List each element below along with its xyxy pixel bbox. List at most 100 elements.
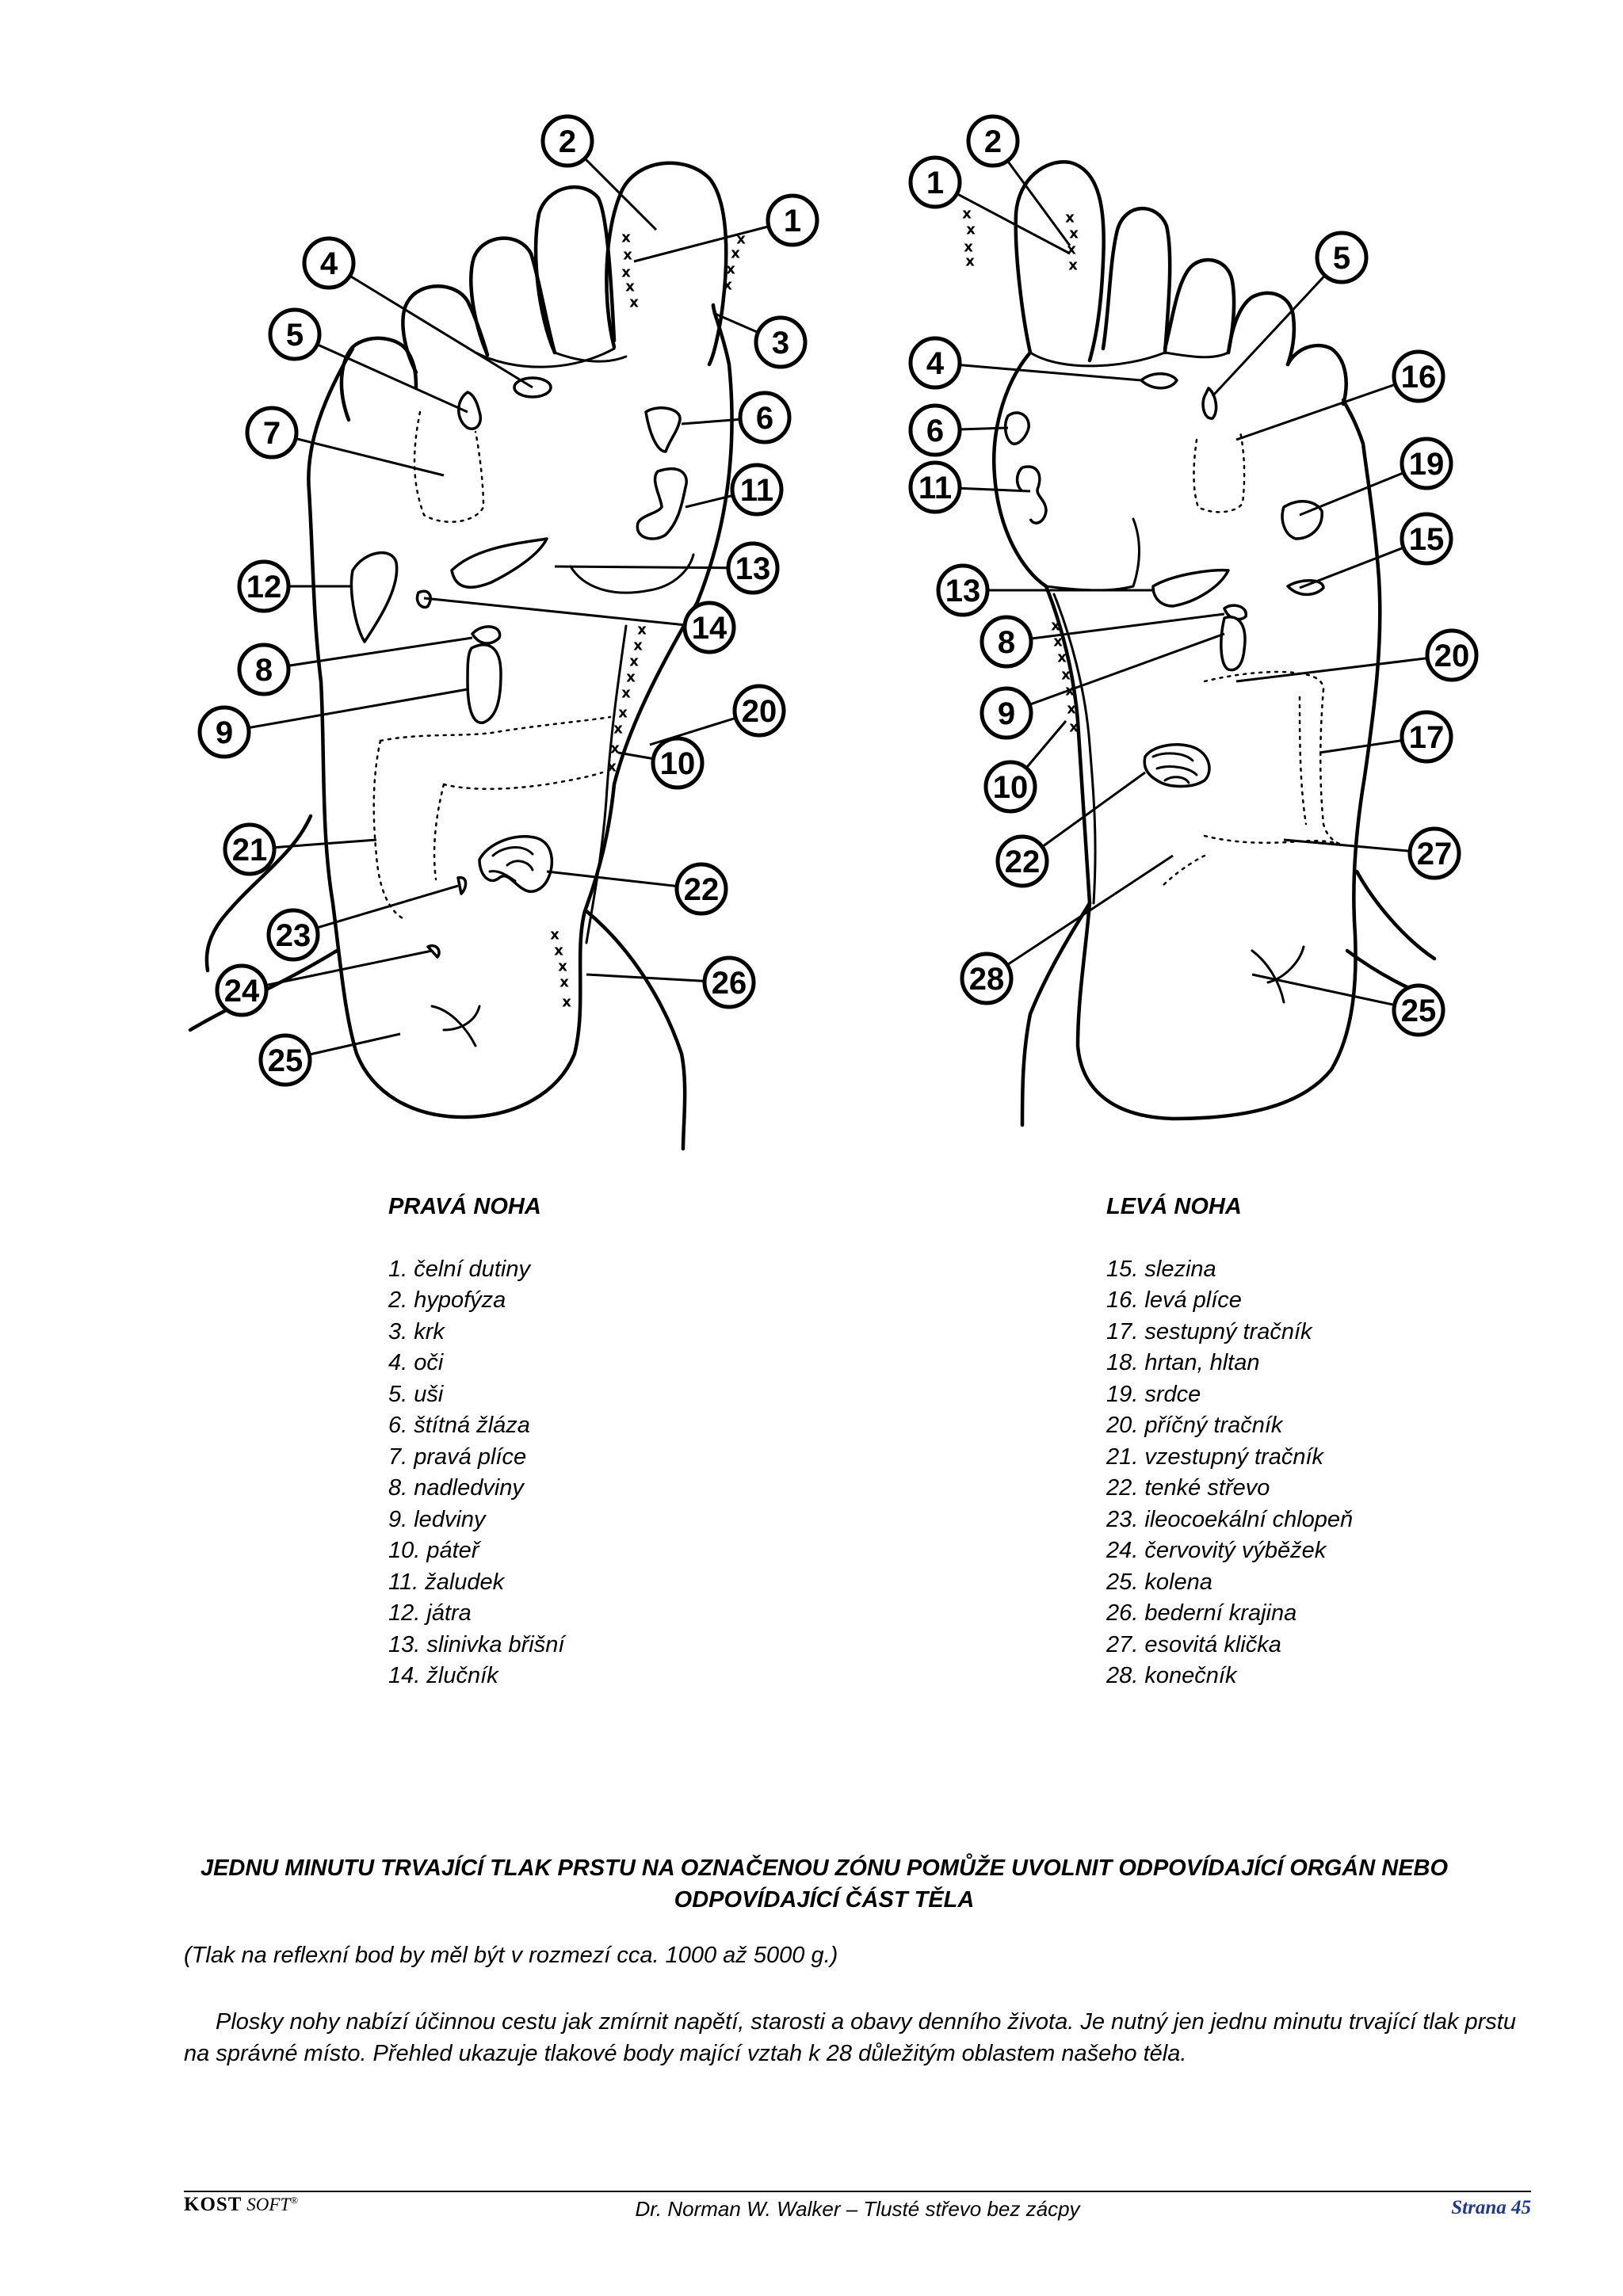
marker-number: 10 [993, 770, 1029, 805]
right-ear-zone [457, 391, 482, 430]
leader-line [554, 565, 754, 570]
svg-text:x: x [559, 974, 569, 991]
marker-number: 16 [1401, 360, 1437, 395]
marker-circle [766, 193, 819, 247]
marker-number: 6 [926, 414, 944, 448]
marker-number: 6 [756, 401, 773, 436]
registered-mark: ® [290, 2194, 299, 2206]
marker-number: 2 [984, 124, 1002, 159]
right-foot-marker: 12 [237, 559, 353, 613]
marker-number: 9 [216, 715, 233, 750]
right-kidney-zone [466, 643, 502, 724]
legend-item: 23. ileocoekální chlopeň [1106, 1506, 1354, 1532]
svg-text:x: x [621, 685, 631, 702]
marker-circle [1400, 437, 1453, 490]
marker-number: 13 [735, 551, 771, 586]
legend-item: 22. tenké střevo [1106, 1475, 1270, 1501]
svg-text:x: x [964, 239, 973, 256]
marker-circle [908, 336, 962, 390]
svg-text:x: x [1069, 226, 1079, 242]
marker-number: 20 [742, 694, 777, 729]
marker-number: 25 [268, 1043, 304, 1078]
left-foot-marker: 4 [908, 336, 1142, 390]
left-spleen-zone [1286, 579, 1325, 597]
marker-circle [983, 760, 1037, 814]
marker-circle [1315, 231, 1369, 284]
left-thyroid-zone [1003, 411, 1030, 445]
right-foot-marker: 20 [649, 684, 786, 746]
svg-text:x: x [723, 277, 732, 294]
right-adrenal-zone [471, 625, 502, 645]
right-foot-marker: 14 [423, 597, 736, 654]
marker-number: 10 [660, 746, 696, 781]
legend-left-title: LEVÁ NOHA [1106, 1194, 1242, 1219]
leader-line [986, 854, 1174, 980]
left-foot-drawing [992, 160, 1437, 1127]
svg-text:x: x [562, 994, 571, 1011]
legend-item: 13. slinivka břišní [388, 1631, 565, 1657]
leader-line [292, 884, 459, 936]
marker-number: 4 [926, 346, 945, 381]
right-ascending-colon-zone [372, 739, 406, 921]
marker-circle [1392, 349, 1445, 403]
right-small-intestine-zone [478, 835, 554, 893]
svg-text:x: x [1069, 719, 1079, 736]
left-foot-marker: 9 [980, 632, 1225, 740]
marker-number: 20 [1434, 639, 1470, 673]
right-toe-3 [469, 236, 557, 357]
left-sigmoid-colon-zone [1203, 834, 1341, 845]
legend-item: 2. hypofýza [388, 1287, 506, 1313]
leader-line [934, 361, 1142, 382]
marker-circle [1392, 983, 1445, 1037]
marker-circle [237, 643, 291, 696]
right-foot-marker: 3 [712, 311, 808, 369]
svg-text:x: x [626, 669, 636, 686]
marker-circle [1400, 710, 1453, 764]
right-ileocecal-valve-zone [456, 875, 468, 895]
marker-number: 9 [998, 696, 1015, 731]
right-liver-zone [349, 551, 399, 643]
legend-item: 6. štítná žláza [388, 1413, 530, 1438]
marker-number: 28 [969, 962, 1005, 997]
notice-heading: JEDNU MINUTU TRVAJÍCÍ TLAK PRSTU NA OZNA… [200, 1855, 1449, 1913]
svg-text:x: x [966, 222, 976, 238]
svg-text:x: x [618, 705, 628, 722]
legend-item: 14. žlučník [388, 1663, 498, 1688]
right-foot-marker: 2 [540, 114, 658, 231]
svg-text:x: x [1053, 634, 1063, 650]
marker-circle [936, 563, 990, 617]
leader-line [1235, 654, 1453, 683]
legend-item: 7. pravá plíce [388, 1444, 527, 1470]
marker-number: 25 [1401, 994, 1437, 1028]
svg-text:x: x [1057, 650, 1067, 666]
marker-circle [1407, 826, 1461, 880]
marker-number: 8 [998, 625, 1015, 660]
leader-line [633, 219, 793, 263]
marker-number: 22 [1005, 845, 1041, 879]
marker-circle [1400, 512, 1453, 566]
left-toe-3 [1163, 257, 1236, 355]
marker-circle [908, 155, 962, 209]
marker-circle [266, 908, 320, 962]
legend-item: 12. játra [388, 1600, 472, 1626]
svg-text:x: x [610, 741, 620, 757]
leader-line [1251, 973, 1419, 1012]
svg-text:x: x [625, 279, 635, 296]
leader-line [1006, 612, 1225, 643]
legend-item: 26. bederní krajina [1106, 1600, 1297, 1626]
legend-item: 28. konečník [1106, 1663, 1237, 1688]
marker-number: 11 [918, 471, 952, 505]
marker-number: 14 [692, 611, 727, 646]
intro-paragraph: Plosky nohy nabízí účinnou cestu jak zmí… [184, 2009, 1516, 2066]
leader-line [294, 333, 468, 414]
legend-item: 4. oči [388, 1350, 444, 1375]
leader-line [328, 261, 533, 389]
marker-number: 26 [712, 966, 747, 1001]
svg-text:x: x [1067, 701, 1076, 718]
left-kidney-zone [1220, 616, 1247, 672]
legend-item: 21. vzestupný tračník [1106, 1444, 1324, 1470]
right-foot-marker: 23 [266, 884, 459, 962]
left-foot-marker: 25 [1251, 973, 1445, 1037]
